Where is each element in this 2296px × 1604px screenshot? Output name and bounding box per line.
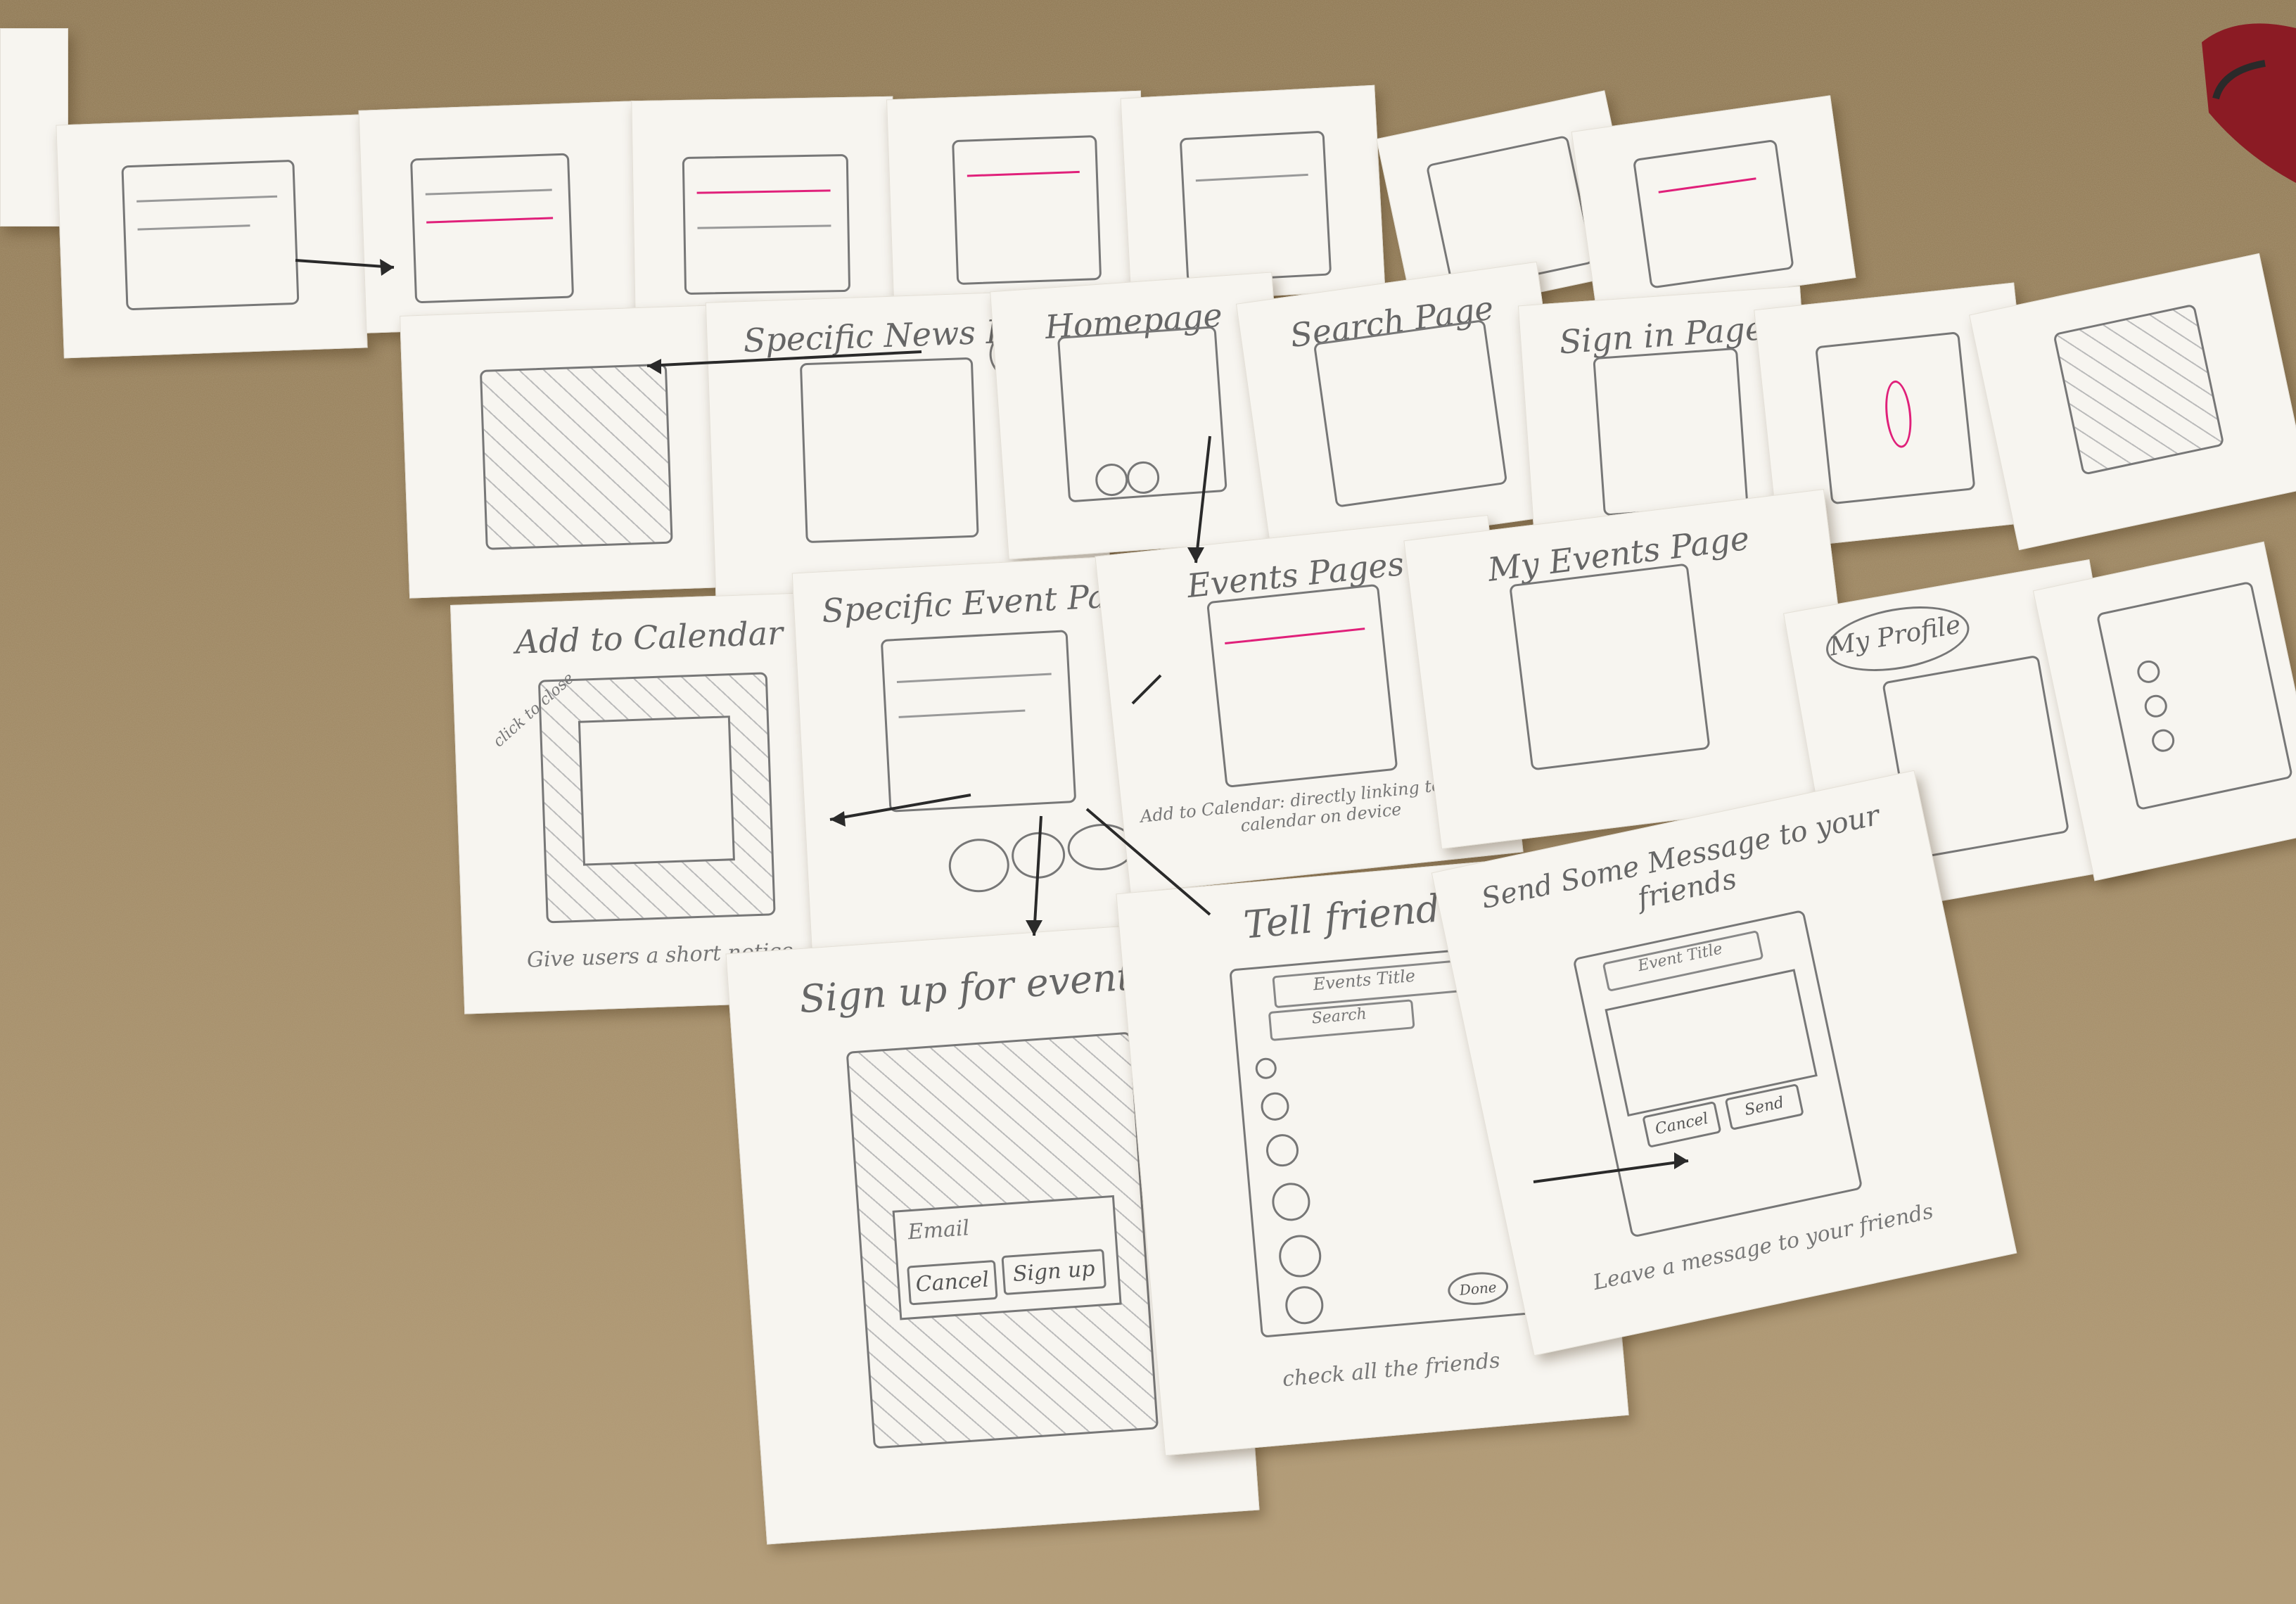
add-calendar-circle <box>947 837 1011 894</box>
red-object <box>2202 23 2296 183</box>
sign-up-button: Sign up <box>1001 1249 1106 1296</box>
sheet-sign-up-page-2 <box>358 101 642 333</box>
add-to-calendar-title: Add to Calendar <box>514 613 784 661</box>
sign-up-circle <box>1010 830 1066 880</box>
cancel-button: Cancel <box>907 1259 998 1306</box>
email-label: Email <box>907 1216 971 1245</box>
sheet-choose-sports <box>1120 84 1386 304</box>
sheet-search-sports-2 <box>1571 95 1856 314</box>
sheet-sign-up-page-4 <box>886 90 1148 305</box>
sheet-sign-up-page-3 <box>631 96 897 321</box>
sheet-sign-up-page-1 <box>56 114 368 359</box>
sheet-send-message: Send Some Message to your friends Event … <box>1431 770 2017 1356</box>
